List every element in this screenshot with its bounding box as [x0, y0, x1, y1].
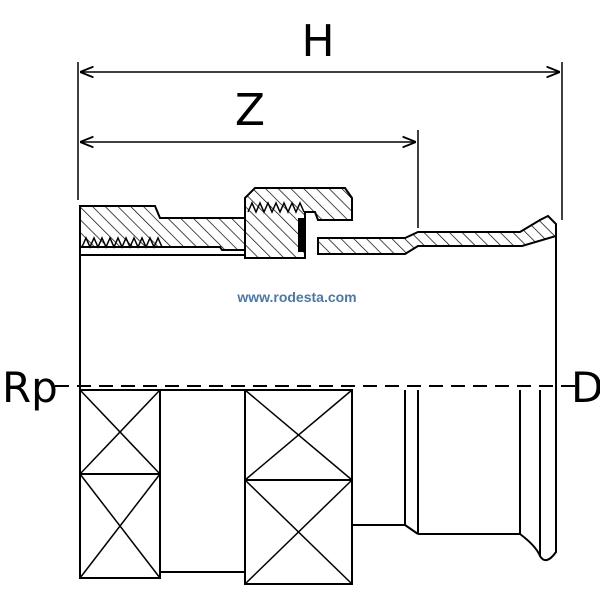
fitting-cross-section [79, 187, 557, 259]
dimension-h: H [77, 16, 563, 220]
hex-flats-union-nut [244, 389, 353, 585]
dimension-h-label: H [301, 16, 334, 67]
watermark-text: www.rodesta.com [236, 289, 356, 305]
dimension-z: Z [80, 85, 419, 228]
dimension-z-label: Z [235, 85, 265, 136]
threaded-end-label: Rp [2, 363, 58, 412]
fitting-outline [79, 206, 557, 585]
hex-flats-threaded-end [79, 389, 161, 579]
press-end-label: D [571, 363, 600, 412]
